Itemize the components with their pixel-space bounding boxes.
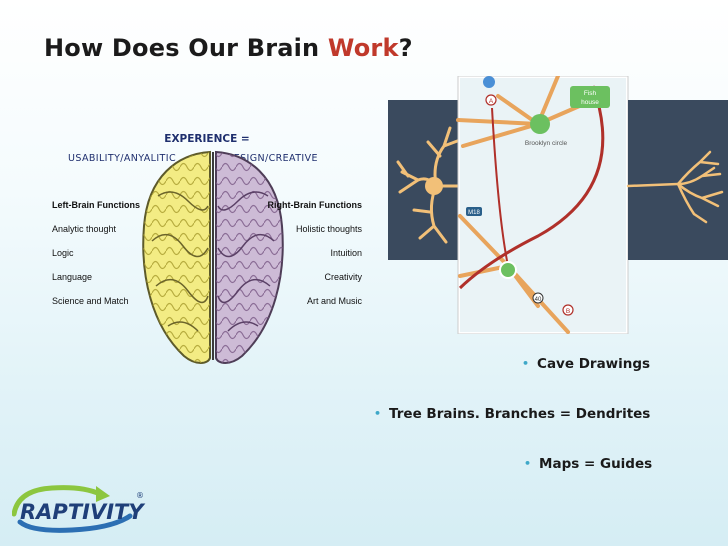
brooklyn-circle-label: Brooklyn circle bbox=[525, 140, 568, 147]
route-number-marker bbox=[532, 292, 544, 304]
left-hemisphere bbox=[142, 150, 211, 364]
left-brain-item: Language bbox=[52, 272, 93, 282]
left-brain-item: Science and Match bbox=[52, 296, 129, 306]
dendrite-map-illustration: A Brooklyn circle Fish house M18 40 B bbox=[388, 76, 728, 334]
right-brain-item: Creativity bbox=[324, 272, 362, 282]
left-neuron-image bbox=[388, 100, 462, 260]
bullet-dot-icon: • bbox=[522, 357, 530, 370]
fish-house-label-1: Fish bbox=[584, 90, 597, 97]
brain-diagram: EXPERIENCE = USABILITY/ANYALITIC + DESIG… bbox=[46, 130, 368, 366]
right-brain-header: Right-Brain Functions bbox=[267, 200, 363, 210]
left-brain-item: Analytic thought bbox=[52, 224, 117, 234]
right-brain-item: Holistic thoughts bbox=[295, 224, 362, 234]
bullet-text: Cave Drawings bbox=[537, 356, 651, 372]
logo-registered-mark: ® bbox=[136, 491, 144, 500]
map-marker-a-label: A bbox=[489, 98, 494, 105]
right-brain-item: Intuition bbox=[330, 248, 362, 258]
bullet-text: Maps = Guides bbox=[539, 456, 653, 472]
title-main: How Does Our Brain bbox=[44, 34, 328, 62]
experience-title: EXPERIENCE = bbox=[164, 133, 250, 145]
raptivity-logo: RAPTIVITY ® bbox=[12, 485, 145, 533]
logo-text: RAPTIVITY bbox=[20, 500, 145, 524]
route-badge-label: M18 bbox=[468, 210, 480, 216]
right-neuron-image bbox=[626, 100, 728, 260]
brooklyn-circle-node bbox=[530, 114, 550, 134]
map-marker-b bbox=[562, 304, 574, 316]
brain-illustration bbox=[142, 150, 284, 364]
title-question-mark: ? bbox=[398, 34, 413, 62]
map-junction-node bbox=[499, 261, 517, 279]
title-accent-word: Work bbox=[327, 34, 399, 62]
bullet-text: Tree Brains. Branches = Dendrites bbox=[389, 406, 651, 422]
bullet-item: • Cave Drawings bbox=[522, 356, 650, 372]
fish-house-badge bbox=[570, 86, 610, 108]
map-image: A Brooklyn circle Fish house M18 40 B bbox=[456, 76, 629, 334]
route-badge bbox=[466, 207, 482, 216]
map-marker-a bbox=[485, 94, 497, 106]
fish-house-label-2: house bbox=[581, 99, 599, 106]
usability-term: USABILITY/ANYALITIC bbox=[68, 153, 176, 164]
bullet-dot-icon: • bbox=[524, 457, 532, 470]
slide-title: How Does Our Brain Work? bbox=[44, 34, 413, 62]
left-brain-item: Logic bbox=[52, 248, 74, 258]
map-location-dot bbox=[483, 76, 495, 88]
design-term: DESIGN/CREATIVE bbox=[226, 153, 318, 164]
route-number-label: 40 bbox=[535, 297, 542, 303]
bullet-item: • Tree Brains. Branches = Dendrites bbox=[374, 406, 650, 422]
left-brain-header: Left-Brain Functions bbox=[52, 200, 140, 210]
map-marker-b-label: B bbox=[566, 308, 570, 315]
right-hemisphere bbox=[215, 150, 284, 364]
right-brain-item: Art and Music bbox=[306, 296, 362, 306]
bullet-item: • Maps = Guides bbox=[524, 456, 652, 472]
bullet-dot-icon: • bbox=[374, 407, 382, 420]
